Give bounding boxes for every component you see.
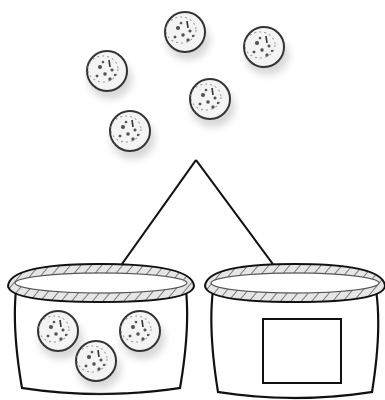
ball-top-2 <box>244 27 289 75</box>
basket-left <box>8 264 194 394</box>
ball-top-5 <box>110 111 155 159</box>
whole-balls-group <box>87 12 289 159</box>
ball-top-1 <box>165 12 210 60</box>
basket-right <box>205 264 385 398</box>
answer-box[interactable] <box>263 319 341 383</box>
bond-line-left <box>117 160 196 271</box>
bond-lines <box>117 160 278 271</box>
ball-top-3 <box>87 51 132 99</box>
ball-top-4 <box>190 79 235 127</box>
bond-line-right <box>196 160 278 271</box>
